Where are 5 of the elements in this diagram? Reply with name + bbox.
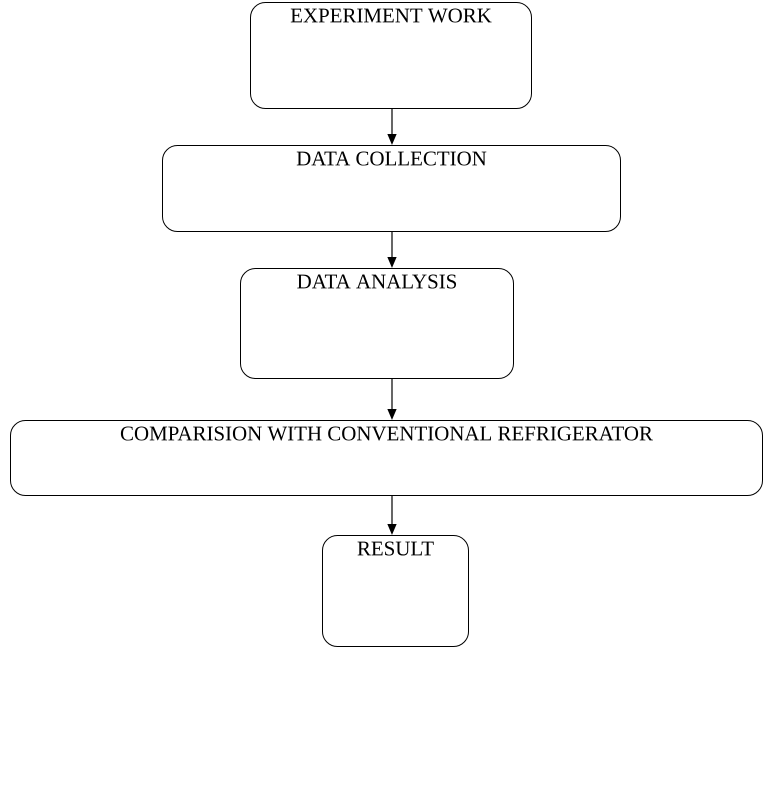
process-box: RESULT [322,535,469,647]
process-box: EXPERIMENT WORK [250,2,532,109]
process-box: COMPARISION WITH CONVENTIONAL REFRIGERATOR [10,420,763,496]
process-box: DATA COLLECTION [162,145,621,232]
process-box: DATA ANALYSIS [240,268,514,379]
